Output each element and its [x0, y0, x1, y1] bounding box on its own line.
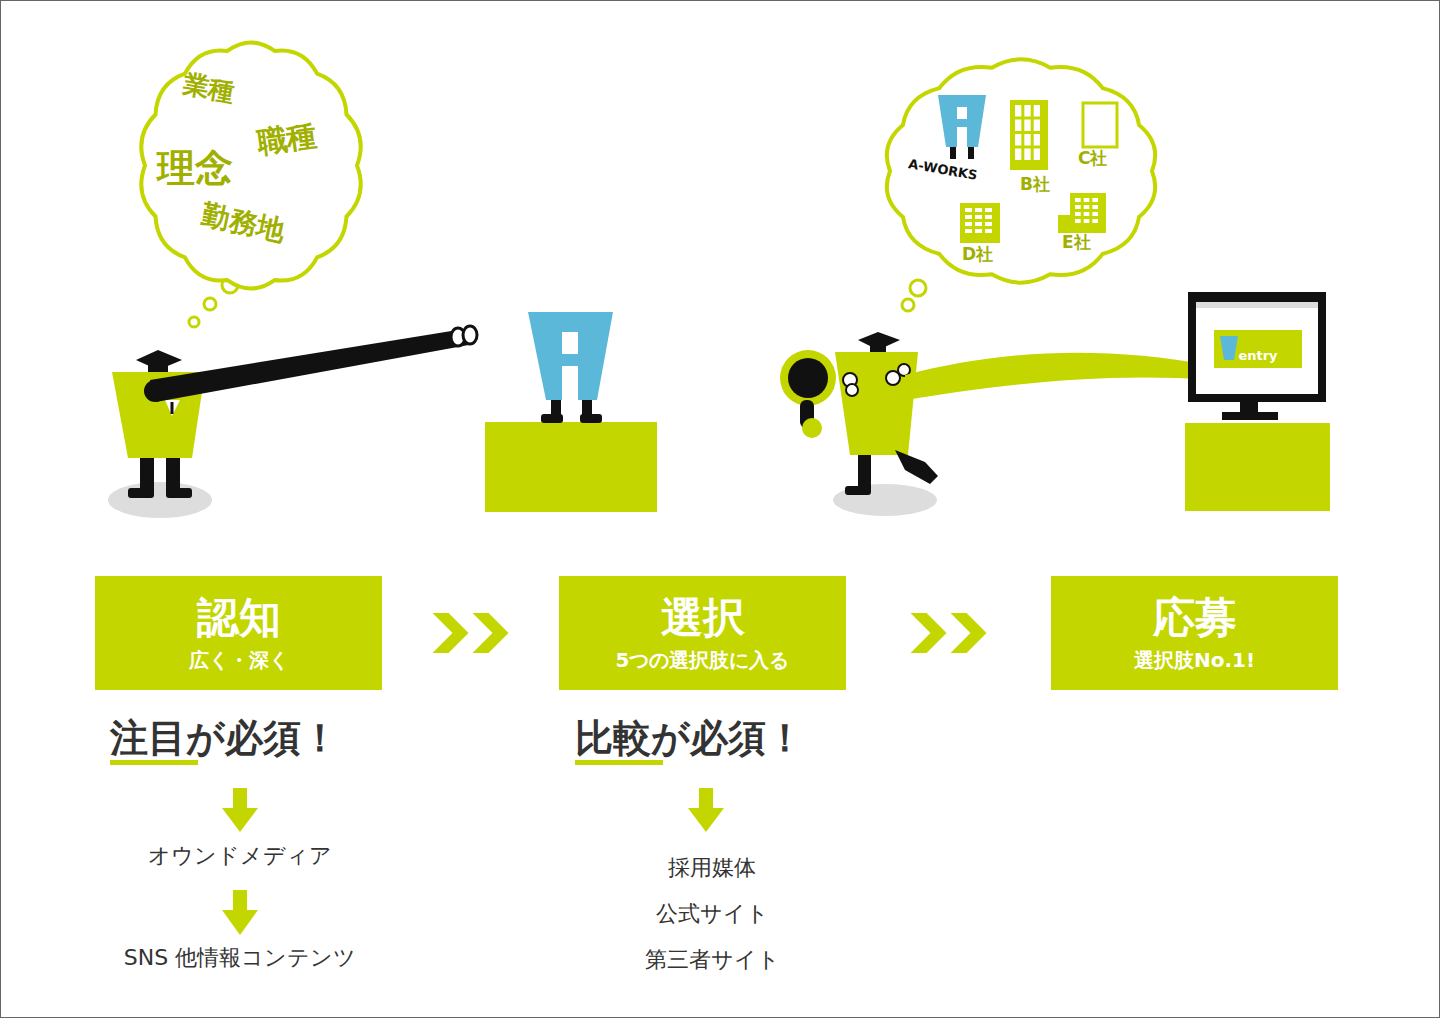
stage-subtitle: 選択肢No.1!: [1134, 649, 1255, 671]
stage-title: 認知: [197, 595, 281, 641]
company-name: D社: [962, 245, 993, 264]
stage-band: 応募選択肢No.1!: [1051, 576, 1338, 690]
stage-subtitle: 広く・深く: [189, 649, 289, 671]
channel-item: 採用媒体: [668, 856, 756, 880]
thought-bubble: A-WORKSB社C社D社E社: [880, 55, 1162, 287]
channel-item: 第三者サイト: [645, 948, 780, 972]
channel-item: SNS 他情報コンテンツ: [124, 946, 356, 970]
stage-band: 認知広く・深く: [95, 576, 382, 690]
company-name: E社: [1062, 233, 1091, 252]
requirement-heading: 比較が必須！: [575, 718, 804, 760]
thought-bubble: 業種職種理念勤務地: [135, 38, 367, 293]
flow-chevron: [911, 613, 987, 653]
company-name: C社: [1078, 149, 1107, 168]
requirement-heading: 注目が必須！: [110, 718, 339, 760]
flow-chevron: [433, 613, 509, 653]
stage-title: 応募: [1153, 595, 1237, 641]
bubble-word: 職種: [255, 118, 319, 159]
stage-subtitle: 5つの選択肢に入る: [616, 649, 790, 671]
company-name: B社: [1020, 175, 1050, 194]
bubble-word: 理念: [157, 148, 233, 190]
channel-item: 公式サイト: [656, 902, 769, 926]
stage-band: 選択 5つの選択肢に入る: [559, 576, 846, 690]
entry-button: entry: [1238, 349, 1277, 363]
stage-title: 選択: [661, 595, 745, 641]
channel-item: オウンドメディア: [148, 844, 332, 868]
